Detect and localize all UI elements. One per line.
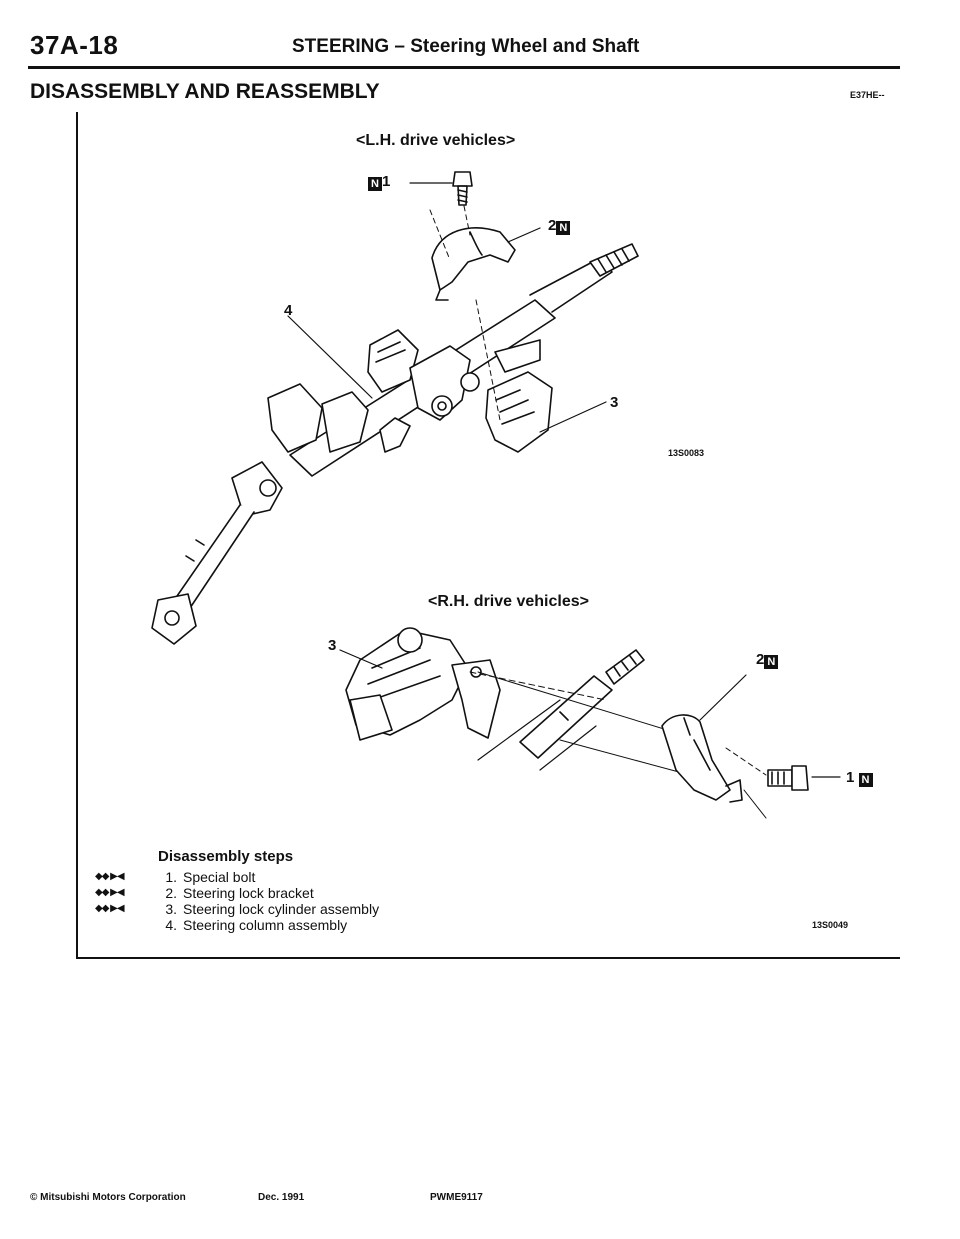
lh-new-part-mark-2: N	[556, 221, 571, 235]
footer-date: Dec. 1991	[258, 1192, 305, 1203]
step-text: Special bolt	[183, 869, 256, 885]
header-rule	[28, 66, 900, 69]
rh-new-part-mark-2: N	[764, 655, 779, 669]
rh-steering-column-illustration	[339, 627, 841, 819]
service-point-marks: ◆◆ ▶◀	[95, 903, 125, 914]
step-text: Steering lock cylinder assembly	[183, 901, 380, 917]
lh-figure-code: 13S0083	[668, 448, 705, 458]
frame-bottom-rule	[76, 957, 900, 959]
page-number: 37A-18	[30, 30, 119, 60]
section-header: STEERING – Steering Wheel and Shaft	[292, 36, 640, 57]
step-number: 3.	[165, 901, 177, 917]
rh-special-bolt-drawing	[767, 765, 809, 791]
disassembly-steps-title: Disassembly steps	[158, 848, 294, 865]
page-title: DISASSEMBLY AND REASSEMBLY	[30, 80, 380, 103]
lh-new-part-mark-1: N	[368, 177, 382, 191]
frame-left-rule	[76, 112, 78, 958]
lh-callout-1-number: 1	[382, 173, 391, 190]
rh-callout-1-number: 1	[846, 769, 855, 786]
step-number: 4.	[165, 917, 177, 933]
section-code: E37HE--	[850, 90, 885, 100]
step-item: ◆◆ ▶◀ 2. Steering lock bracket	[95, 885, 379, 901]
rh-new-part-mark-1: N	[858, 773, 873, 787]
rh-callout-1: 1 N	[846, 769, 873, 787]
lh-figure-caption: <L.H. drive vehicles>	[356, 132, 516, 149]
footer-copyright: © Mitsubishi Motors Corporation	[30, 1192, 186, 1203]
lh-special-bolt-drawing	[452, 171, 473, 206]
step-item: 4. Steering column assembly	[95, 917, 379, 933]
lh-steering-column-illustration	[151, 171, 639, 645]
rh-callout-3: 3	[328, 637, 337, 654]
step-item: ◆◆ ▶◀ 3. Steering lock cylinder assembly	[95, 901, 379, 917]
service-point-marks: ◆◆ ▶◀	[95, 871, 125, 882]
step-item: ◆◆ ▶◀ 1. Special bolt	[95, 869, 379, 885]
step-text: Steering column assembly	[183, 917, 348, 933]
rh-figure-code: 13S0049	[812, 920, 849, 930]
step-number: 1.	[165, 869, 177, 885]
footer-doc-code: PWME9117	[430, 1192, 483, 1203]
rh-callout-2-number: 2	[756, 651, 765, 668]
disassembly-steps-list: ◆◆ ▶◀ 1. Special bolt ◆◆ ▶◀ 2. Steering …	[95, 869, 379, 933]
lh-callout-4: 4	[284, 302, 293, 319]
lh-callout-2-number: 2	[548, 217, 557, 234]
step-text: Steering lock bracket	[183, 885, 314, 901]
service-point-marks: ◆◆ ▶◀	[95, 887, 125, 898]
step-number: 2.	[165, 885, 177, 901]
rh-figure-caption: <R.H. drive vehicles>	[428, 593, 589, 610]
lh-callout-3: 3	[610, 394, 619, 411]
